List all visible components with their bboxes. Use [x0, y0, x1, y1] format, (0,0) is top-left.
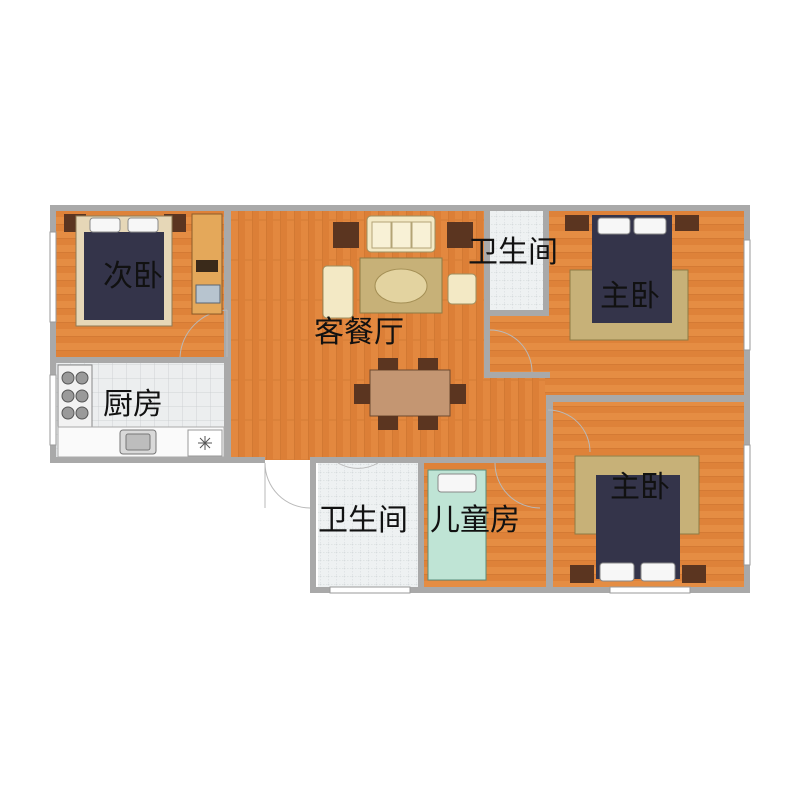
label-kids-room: 儿童房	[430, 503, 520, 538]
dining-table-set	[354, 358, 466, 430]
label-bathroom-upper: 卫生间	[468, 235, 558, 270]
living-room-furniture	[322, 215, 477, 319]
master-bedroom-lower-furniture	[570, 455, 706, 583]
label-master-bedroom-upper: 主卧	[600, 279, 660, 314]
label-kitchen: 厨房	[103, 387, 163, 422]
bathroom-lower-floor	[318, 463, 421, 588]
bathroom-upper-floor	[490, 210, 543, 312]
label-living-dining: 客餐厅	[314, 315, 404, 350]
master-bedroom-upper-floor-b	[490, 315, 550, 377]
label-second-bedroom: 次卧	[103, 259, 163, 294]
label-bathroom-lower: 卫生间	[318, 503, 408, 538]
label-master-bedroom-lower: 主卧	[610, 470, 670, 505]
second-bedroom-furniture	[64, 213, 223, 327]
windows	[49, 231, 751, 594]
kids-room-furniture	[427, 469, 487, 581]
living-dining-floor-lower	[488, 380, 548, 460]
master-bedroom-upper-furniture	[565, 215, 699, 341]
room-labels: 客餐厅 次卧 厨房 卫生间 主卧 主卧 卫生间 儿童房	[103, 235, 670, 538]
kitchen-furniture	[57, 364, 225, 458]
